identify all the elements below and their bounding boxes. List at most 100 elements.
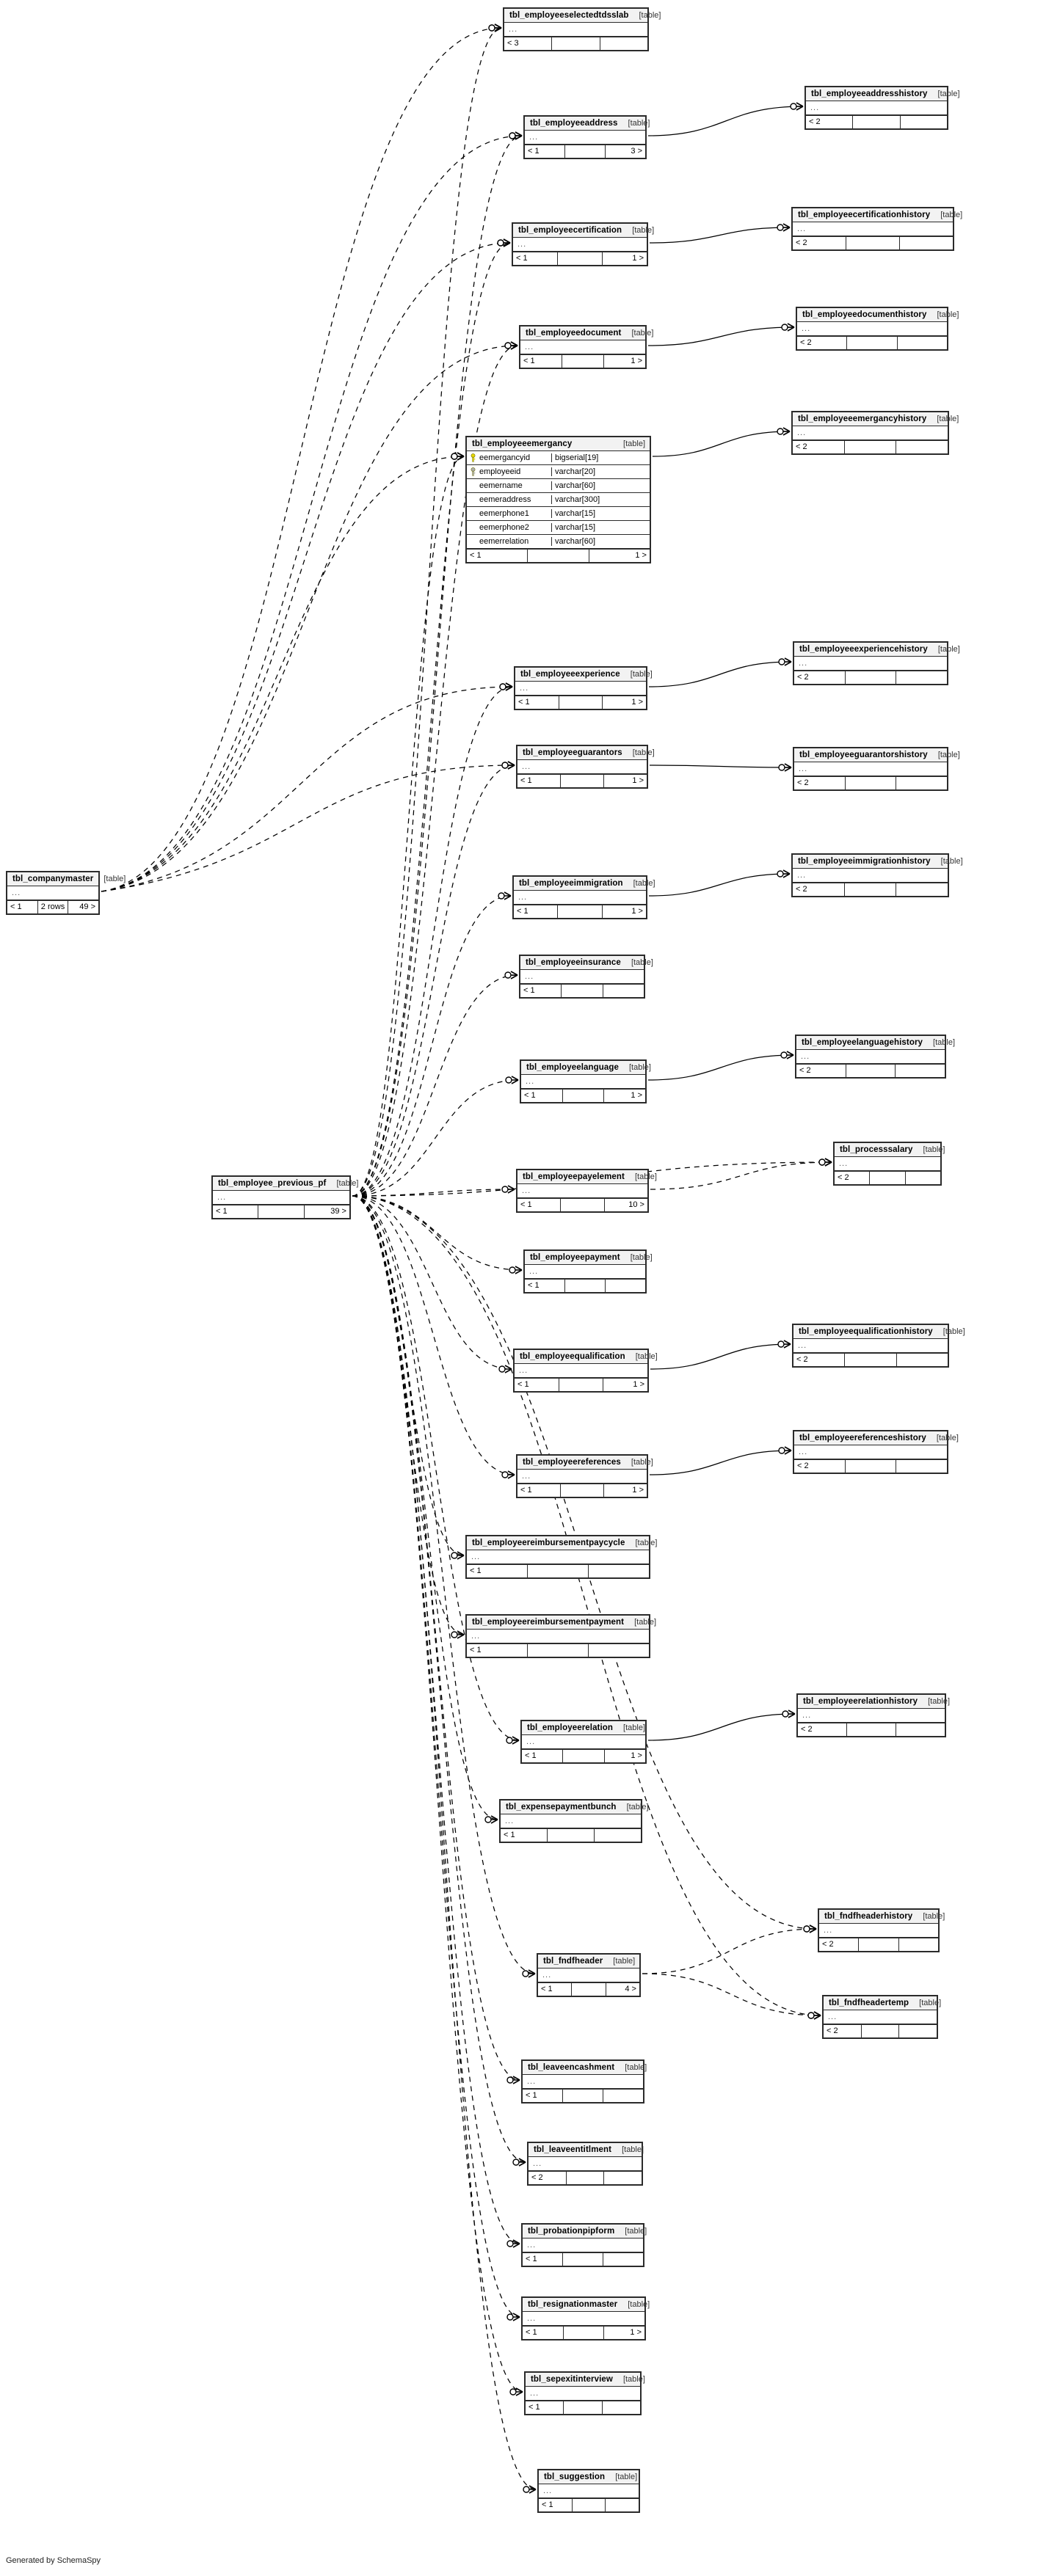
table-node-suggestion[interactable]: tbl_suggestion[table]...< 1 xyxy=(537,2469,640,2513)
crowsfoot-marker xyxy=(824,1158,832,1167)
table-tag: [table] xyxy=(623,1723,646,1732)
optional-marker xyxy=(512,2159,520,2166)
table-node-employeereimbursementpaycycle[interactable]: tbl_employeereimbursementpaycycle[table]… xyxy=(465,1535,657,1579)
footer-child-count xyxy=(603,2172,642,2184)
table-columns-ellipsis: ... xyxy=(794,657,947,671)
footer-child-count xyxy=(896,1460,947,1473)
footer-row-count xyxy=(846,337,896,349)
table-columns-ellipsis: ... xyxy=(501,1814,641,1828)
table-title-row: tbl_employeeselectedtdsslab[table] xyxy=(504,9,661,23)
footer-child-count xyxy=(896,777,947,789)
optional-marker xyxy=(818,1159,826,1166)
table-columns-ellipsis: ... xyxy=(520,970,644,984)
footer-parent-count: < 1 xyxy=(523,357,535,365)
table-columns-ellipsis: ... xyxy=(513,238,647,252)
table-node-employeequalificationhistory[interactable]: tbl_employeequalificationhistory[table].… xyxy=(792,1324,965,1368)
table-tag: [table] xyxy=(937,415,959,423)
footer-child-count xyxy=(605,1280,645,1292)
footer-parent-count: < 2 xyxy=(796,885,807,894)
table-node-employeereferenceshistory[interactable]: tbl_employeereferenceshistory[table]...<… xyxy=(793,1430,959,1474)
table-node-employeepayment[interactable]: tbl_employeepayment[table]...< 1 xyxy=(523,1249,653,1294)
footer-child-count: 1 > xyxy=(603,2327,644,2339)
optional-marker xyxy=(506,2076,514,2084)
crowsfoot-marker xyxy=(788,1710,796,1718)
table-node-employeeimmigrationhistory[interactable]: tbl_employeeimmigrationhistory[table]...… xyxy=(791,853,963,897)
table-node-fndfheaderhistory[interactable]: tbl_fndfheaderhistory[table]...< 2 xyxy=(818,1908,945,1952)
table-tag: [table] xyxy=(626,1803,649,1811)
table-node-employeedocumenthistory[interactable]: tbl_employeedocumenthistory[table]...< 2 xyxy=(796,307,959,351)
table-node-employeeaddresshistory[interactable]: tbl_employeeaddresshistory[table]...< 2 xyxy=(804,86,960,130)
table-columns-ellipsis: ... xyxy=(521,1075,645,1089)
table-footer-row: < 2 xyxy=(528,2171,642,2184)
table-node-employeeemergancyhistory[interactable]: tbl_employeeemergancyhistory[table]...< … xyxy=(791,411,959,455)
table-node-employeereimbursementpayment[interactable]: tbl_employeereimbursementpayment[table].… xyxy=(465,1614,656,1658)
table-node-employeeexperiencehistory[interactable]: tbl_employeeexperiencehistory[table]...<… xyxy=(793,641,960,685)
table-name: tbl_employeerelationhistory xyxy=(803,1697,918,1706)
optional-marker xyxy=(807,2012,815,2019)
table-node-employeeemergancy[interactable]: tbl_employeeemergancy [table] eemergancy… xyxy=(465,436,651,563)
table-node-employeeselectedtdsslab[interactable]: tbl_employeeselectedtdsslab[table]...< 3 xyxy=(503,7,661,51)
table-footer-row: < 1 xyxy=(501,1828,641,1842)
crowsfoot-marker xyxy=(457,452,465,461)
footer-row-count xyxy=(564,1280,605,1292)
table-node-fndfheadertemp[interactable]: tbl_fndfheadertemp[table]...< 2 xyxy=(822,1995,941,2039)
table-columns-ellipsis: ... xyxy=(467,1550,649,1564)
footer-row-count xyxy=(844,671,896,684)
table-node-employeeguarantorshistory[interactable]: tbl_employeeguarantorshistory[table]...<… xyxy=(793,747,960,791)
table-columns-ellipsis: ... xyxy=(517,1184,647,1198)
column-name: eemerphone2 xyxy=(479,523,529,532)
table-node-leaveentitlment[interactable]: tbl_leaveentitlment[table]...< 2 xyxy=(527,2142,644,2186)
table-name: tbl_sepexitinterview xyxy=(531,2375,613,2384)
table-node-employeeinsurance[interactable]: tbl_employeeinsurance[table]...< 1 xyxy=(519,955,653,999)
table-node-expensepaymentbunch[interactable]: tbl_expensepaymentbunch[table]...< 1 xyxy=(499,1799,649,1843)
table-title-row: tbl_employeereimbursementpayment[table] xyxy=(467,1616,656,1630)
crowsfoot-marker xyxy=(782,869,791,878)
footer-row-count xyxy=(845,1065,896,1077)
table-footer-row: < 1 xyxy=(525,1279,645,1292)
table-node-leaveencashment[interactable]: tbl_leaveencashment[table]...< 1 xyxy=(521,2059,647,2104)
footer-parent-count: < 2 xyxy=(797,778,809,787)
footer-parent-count: < 1 xyxy=(518,698,530,707)
table-footer-row: < 2 xyxy=(794,1459,947,1473)
table-columns-ellipsis: ... xyxy=(793,869,948,883)
table-title-row: tbl_employeeaddress[table] xyxy=(525,117,650,131)
crowsfoot-marker xyxy=(512,2239,520,2248)
relationship-edge xyxy=(352,1195,520,1741)
table-title-row: tbl_leaveentitlment[table] xyxy=(528,2143,644,2157)
optional-marker xyxy=(803,1925,810,1933)
optional-marker xyxy=(451,1552,458,1559)
table-tag: [table] xyxy=(633,879,655,888)
footer-row-count xyxy=(564,145,605,158)
table-columns-ellipsis: ... xyxy=(514,891,646,905)
table-node-employeecertificationhistory[interactable]: tbl_employeecertificationhistory[table].… xyxy=(791,207,962,251)
table-footer-row: < 2 xyxy=(794,776,947,789)
table-footer-row: < 2 xyxy=(798,1723,945,1736)
table-columns-ellipsis: ... xyxy=(517,1470,647,1484)
relationship-edge xyxy=(352,456,465,1197)
table-node-probationpipform[interactable]: tbl_probationpipform[table]...< 1 xyxy=(521,2223,647,2267)
optional-marker xyxy=(522,1970,529,1977)
table-node-employeerelationhistory[interactable]: tbl_employeerelationhistory[table]...< 2 xyxy=(796,1693,950,1737)
table-tag: [table] xyxy=(923,1912,945,1921)
optional-marker xyxy=(497,239,504,247)
table-node-sepexitinterview[interactable]: tbl_sepexitinterview[table]...< 1 xyxy=(524,2371,645,2415)
table-title-row: tbl_employeedocument[table] xyxy=(520,326,653,340)
table-node-processsalary[interactable]: tbl_processsalary[table]...< 2 xyxy=(833,1142,945,1186)
table-node-employeelanguagehistory[interactable]: tbl_employeelanguagehistory[table]...< 2 xyxy=(795,1035,955,1079)
